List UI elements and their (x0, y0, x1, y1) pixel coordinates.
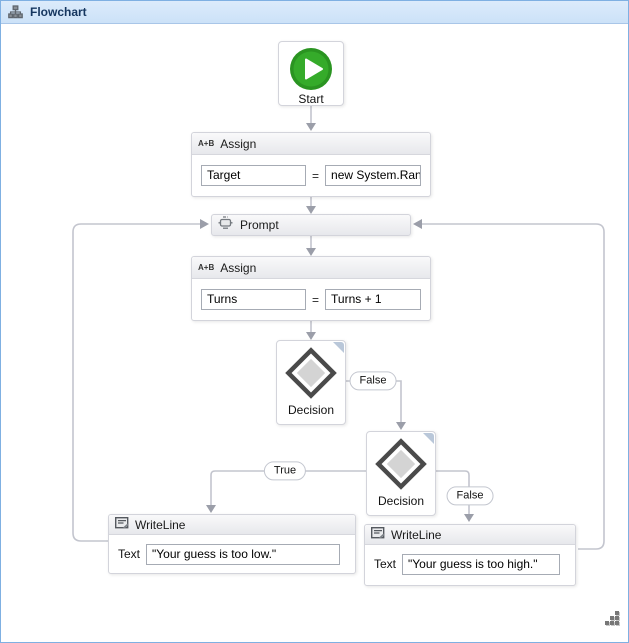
assign-target-body: Target = new System.Random (192, 155, 430, 196)
assign-target-title: Assign (220, 136, 257, 151)
arrowhead-down (306, 123, 316, 131)
assign-icon: A+B (198, 263, 215, 272)
assign-value-field[interactable]: new System.Random (325, 165, 421, 186)
writeline-text-field[interactable]: "Your guess is too high." (402, 553, 560, 575)
collapse-corner-icon[interactable] (423, 433, 434, 444)
decision-diamond-icon (375, 438, 427, 490)
branch-label-decision2-false: False (446, 486, 494, 506)
arrowhead-right (200, 219, 209, 229)
equals-sign: = (312, 292, 320, 307)
arrowhead-left (413, 219, 422, 229)
decision-node-2[interactable]: Decision (366, 431, 436, 516)
assign-icon: A+B (198, 139, 215, 148)
collapse-corner-icon[interactable] (333, 342, 344, 353)
console-write-icon (114, 516, 129, 534)
decision-label: Decision (377, 494, 425, 508)
arrowhead-down (396, 422, 406, 430)
prompt-title: Prompt (240, 218, 279, 232)
arrowhead-down (464, 514, 474, 522)
console-write-icon (370, 526, 385, 544)
connector-loop-right-to-prompt[interactable] (422, 223, 605, 550)
arrowhead-down (306, 206, 316, 214)
connector-decision2-true[interactable] (210, 470, 366, 506)
designer-titlebar[interactable]: Flowchart (1, 1, 628, 24)
assign-value-field[interactable]: Turns + 1 (325, 289, 421, 310)
writeline-low-header[interactable]: WriteLine (109, 515, 355, 535)
writeline-activity-low[interactable]: WriteLine Text "Your guess is too low." (108, 514, 356, 574)
assign-turns-title: Assign (220, 260, 257, 275)
equals-sign: = (312, 168, 320, 183)
decision-node-1[interactable]: Decision (276, 340, 346, 425)
connector-decision2-false[interactable] (436, 470, 470, 515)
start-label: Start (298, 92, 324, 106)
prompt-window-icon (218, 216, 233, 234)
writeline-high-title: WriteLine (391, 527, 442, 542)
text-field-label: Text (374, 557, 397, 571)
start-node[interactable]: Start (278, 41, 344, 106)
resize-grip[interactable] (604, 611, 621, 633)
resize-grip-dots-icon (605, 611, 620, 626)
assign-to-field[interactable]: Turns (201, 289, 306, 310)
writeline-text-field[interactable]: "Your guess is too low." (146, 543, 340, 565)
prompt-activity[interactable]: Prompt (211, 214, 411, 236)
arrowhead-down (306, 248, 316, 256)
writeline-high-header[interactable]: WriteLine (365, 525, 575, 545)
assign-to-field[interactable]: Target (201, 165, 306, 186)
text-field-label: Text (118, 547, 141, 561)
connector-loop-left-to-prompt[interactable] (72, 223, 200, 542)
writeline-low-body: Text "Your guess is too low." (109, 535, 355, 573)
writeline-low-title: WriteLine (135, 517, 186, 532)
assign-turns-body: Turns = Turns + 1 (192, 279, 430, 320)
flowchart-icon (8, 5, 23, 19)
play-circle-icon (290, 48, 332, 90)
arrowhead-down (206, 505, 216, 513)
assign-turns-header[interactable]: A+B Assign (192, 257, 430, 279)
writeline-activity-high[interactable]: WriteLine Text "Your guess is too high." (364, 524, 576, 586)
decision-diamond-icon (285, 347, 337, 399)
branch-label-decision1-false: False (349, 371, 397, 391)
arrowhead-down (306, 332, 316, 340)
assign-target-header[interactable]: A+B Assign (192, 133, 430, 155)
branch-label-decision2-true: True (263, 461, 307, 481)
writeline-high-body: Text "Your guess is too high." (365, 545, 575, 583)
assign-activity-target[interactable]: A+B Assign Target = new System.Random (191, 132, 431, 197)
assign-activity-turns[interactable]: A+B Assign Turns = Turns + 1 (191, 256, 431, 321)
designer-title: Flowchart (30, 5, 87, 19)
decision-label: Decision (287, 403, 335, 417)
